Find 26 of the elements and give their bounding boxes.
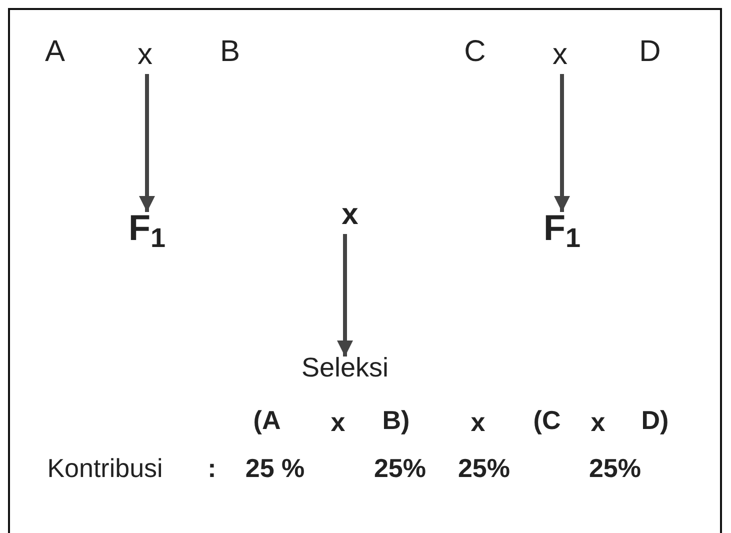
label: D [639, 37, 661, 67]
label: A [45, 37, 65, 67]
label: 25% [588, 455, 642, 481]
label: 25% [458, 455, 510, 481]
label: : [208, 455, 216, 481]
arrow [139, 74, 155, 212]
label: Kontribusi [47, 455, 163, 481]
label: (A [253, 407, 281, 433]
label: 25 % [245, 455, 305, 481]
node-text: F$_{1}$ [543, 210, 581, 246]
arrow [554, 74, 570, 212]
node-text: x [138, 40, 152, 70]
label: x [330, 409, 346, 435]
label: (C [533, 407, 561, 433]
label: B [220, 37, 240, 67]
label: B) [382, 407, 410, 433]
node-text: F$_{1}$ [128, 210, 166, 246]
node-text: Seleksi [301, 354, 389, 382]
label: C [464, 37, 486, 67]
label: D) [641, 407, 669, 433]
node-text: x [342, 200, 358, 230]
node-text: x [552, 40, 568, 70]
arrow [337, 234, 353, 356]
label: x [590, 409, 606, 435]
label: 25% [374, 455, 426, 481]
label: x [470, 409, 486, 435]
